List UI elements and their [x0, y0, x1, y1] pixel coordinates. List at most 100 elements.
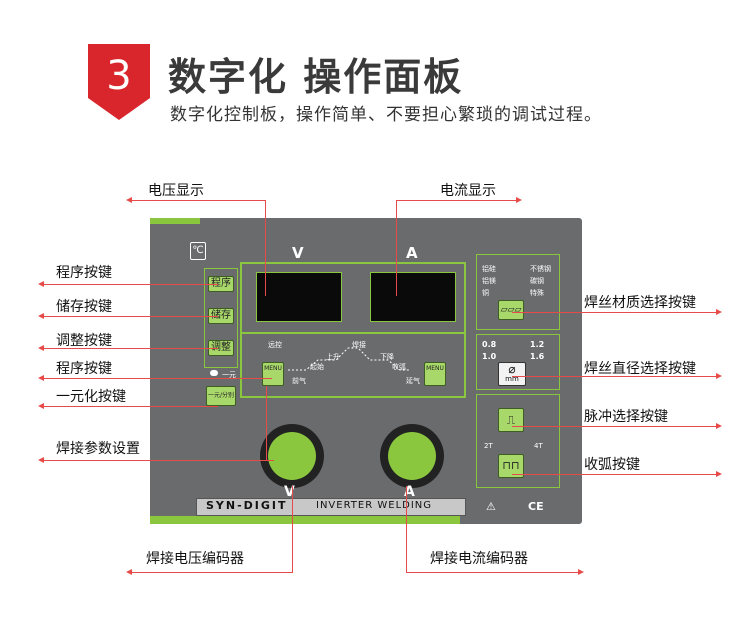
- crater-label: 收弧: [392, 363, 406, 371]
- callout-wire-diameter: 焊丝直径选择按键: [584, 361, 696, 377]
- rise-label: 上升: [326, 353, 340, 361]
- panel-top-strip: [150, 218, 200, 224]
- knob-a-label: A: [404, 484, 415, 500]
- weld-process-curve: [288, 347, 410, 371]
- callout-program-key-2: 程序按键: [56, 361, 112, 377]
- callout-program-1-arrow: [38, 281, 44, 287]
- callout-current-encoder-drop: [406, 486, 407, 572]
- callout-voltage-encoder: 焊接电压编码器: [146, 551, 244, 567]
- post-gas-label: 延气: [406, 377, 420, 385]
- voltage-encoder-knob[interactable]: [268, 432, 316, 480]
- callout-unified-arrow: [38, 403, 44, 409]
- pulse-button[interactable]: ⎍: [498, 408, 524, 432]
- callout-weld-params-line: [42, 460, 274, 461]
- material-cu: 铜: [482, 289, 489, 297]
- diameter-unit: mm: [505, 375, 519, 383]
- thermometer-icon: ℃: [190, 242, 206, 260]
- wire-icon: ▱▱▱: [500, 305, 522, 315]
- callout-wire-material: 焊丝材质选择按键: [584, 295, 696, 311]
- arc-end-icon: ⊓⊓: [502, 459, 520, 472]
- callout-store-arrow: [38, 313, 44, 319]
- callout-wire-diameter-arrow: [716, 373, 722, 379]
- callout-voltage-encoder-line: [130, 572, 293, 573]
- page-subtitle: 数字化控制板，操作简单、不要担心繁琐的调试过程。: [170, 105, 602, 125]
- callout-current-arrow: [516, 197, 522, 203]
- callout-unified-line: [42, 406, 218, 407]
- page-title: 数字化 操作面板: [168, 55, 464, 99]
- display-frame: [240, 262, 466, 334]
- dia-08: 0.8: [482, 340, 497, 349]
- callout-program-2-line: [42, 378, 272, 379]
- callout-voltage-encoder-drop: [292, 486, 293, 572]
- voltage-display: [256, 272, 342, 322]
- callout-program-1-line: [42, 284, 218, 285]
- material-steel: 碳钢: [530, 277, 544, 285]
- material-alsi: 铝硅: [482, 265, 496, 273]
- callout-current-encoder-arrow: [578, 569, 584, 575]
- material-almg: 铝镁: [482, 277, 496, 285]
- menu-left-button[interactable]: MENU: [262, 362, 284, 386]
- dia-16: 1.6: [530, 352, 545, 361]
- menu-right-button[interactable]: MENU: [424, 362, 446, 386]
- callout-weld-params: 焊接参数设置: [56, 441, 140, 457]
- process-frame: [240, 334, 466, 398]
- callout-program-key-1: 程序按键: [56, 265, 112, 281]
- diameter-frame: [476, 334, 560, 390]
- pulse-icon: ⎍: [506, 413, 516, 427]
- callout-current-drop: [396, 200, 397, 296]
- step-badge: 3: [88, 44, 150, 120]
- arc-end-button[interactable]: ⊓⊓: [498, 454, 524, 478]
- callout-voltage-display: 电压显示: [148, 183, 204, 199]
- callout-current-line: [396, 200, 518, 201]
- weld-label: 焊接: [352, 341, 366, 349]
- display-v-label: V: [292, 244, 304, 262]
- fall-label: 下降: [380, 353, 394, 361]
- current-encoder-knob[interactable]: [388, 432, 436, 480]
- callout-wire-material-arrow: [716, 309, 722, 315]
- callout-pulse-line: [512, 426, 718, 427]
- dia-12: 1.2: [530, 340, 545, 349]
- start-label: 起始: [310, 363, 324, 371]
- left-buttons-frame: [204, 268, 238, 368]
- callout-weld-params-rise: [266, 386, 267, 460]
- callout-current-encoder-line: [406, 572, 580, 573]
- callout-adjust-line: [42, 348, 218, 349]
- pre-gas-label: 前气: [292, 377, 306, 385]
- callout-wire-material-line: [512, 312, 718, 313]
- material-special: 特殊: [530, 289, 544, 297]
- pulse-frame: [476, 394, 560, 488]
- callout-adjust-key: 调整按键: [56, 333, 112, 349]
- wire-material-button[interactable]: ▱▱▱: [498, 300, 524, 320]
- ce-mark: CE: [528, 500, 544, 513]
- callout-voltage-line: [130, 200, 266, 201]
- callout-arc-end-line: [512, 474, 718, 475]
- unified-indicator-label: 一元: [222, 371, 236, 379]
- callout-arc-end-arrow: [716, 471, 722, 477]
- unified-indicator-icon: [210, 370, 218, 376]
- callout-store-key: 储存按键: [56, 299, 112, 315]
- material-ss: 不锈钢: [530, 265, 551, 273]
- two-t-label: 2T: [484, 442, 493, 450]
- callout-current-encoder: 焊接电流编码器: [430, 551, 528, 567]
- callout-voltage-encoder-arrow: [126, 569, 132, 575]
- material-frame: [476, 254, 560, 330]
- callout-store-line: [42, 316, 218, 317]
- current-display: [370, 272, 456, 322]
- remote-label: 远控: [268, 341, 282, 349]
- callout-arc-end-key: 收弧按键: [584, 457, 640, 473]
- four-t-label: 4T: [534, 442, 543, 450]
- callout-wire-diameter-line: [512, 376, 718, 377]
- callout-voltage-arrow: [126, 197, 132, 203]
- wire-diameter-button[interactable]: ⌀ mm: [498, 362, 526, 386]
- brand-strip: [196, 498, 466, 516]
- callout-current-display: 电流显示: [440, 183, 496, 199]
- callout-unified-key: 一元化按键: [56, 389, 126, 405]
- callout-voltage-drop: [265, 200, 266, 296]
- callout-pulse-key: 脉冲选择按键: [584, 409, 668, 425]
- brand-left: SYN-DIGIT: [206, 499, 288, 512]
- callout-weld-params-arrow: [38, 457, 44, 463]
- callout-program-2-arrow: [38, 375, 44, 381]
- dia-10: 1.0: [482, 352, 497, 361]
- callout-adjust-arrow: [38, 345, 44, 351]
- unified-button[interactable]: 一元/分别: [206, 386, 236, 406]
